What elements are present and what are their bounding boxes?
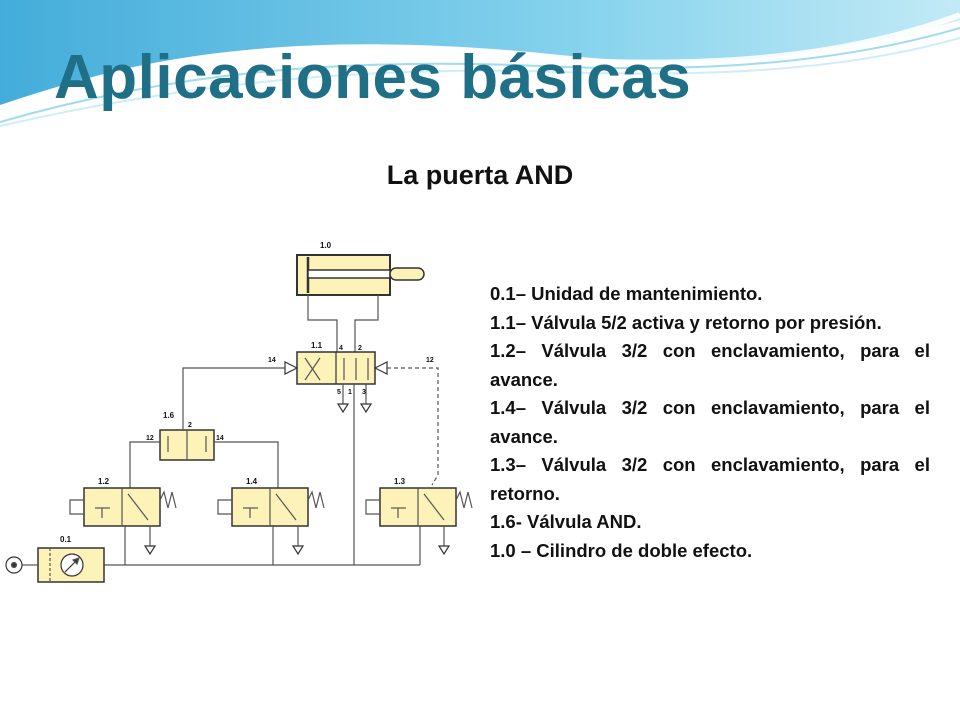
slide-title: Aplicaciones básicas [54,43,692,112]
label-valve-1-4: 1.4 [246,477,258,486]
component-legend: 0.1– Unidad de mantenimiento. 1.1– Válvu… [490,280,930,565]
port-5: 5 [337,389,341,396]
port-4: 4 [339,345,343,352]
label-maintenance: 0.1 [60,535,72,544]
slide-subtitle: La puerta AND [386,160,574,190]
label-valve-main: 1.1 [311,341,323,350]
port-1: 1 [348,389,352,396]
label-valve-1-2: 1.2 [98,477,110,486]
legend-item: 1.2– Válvula 3/2 con enclavamiento, para… [490,340,930,390]
port-14: 14 [268,357,276,364]
pneumatic-and-circuit: 1.0 1.1 14 4 2 12 5 1 3 1.6 2 12 14 1.2 … [5,241,473,583]
wave-header-decoration [0,0,960,127]
and-port-14: 14 [216,435,224,442]
label-cylinder: 1.0 [320,241,332,250]
port-12: 12 [426,357,434,364]
label-valve-1-3: 1.3 [394,477,406,486]
legend-item: 1.6- Válvula AND. [490,511,642,532]
legend-item: 1.3– Válvula 3/2 con enclavamiento, para… [490,454,930,504]
port-3: 3 [362,389,366,396]
legend-item: 1.0 – Cilindro de doble efecto. [490,539,753,561]
and-port-2: 2 [188,422,192,429]
and-port-12: 12 [146,435,154,442]
legend-item: 1.1– Válvula 5/2 activa y retorno por pr… [490,311,882,333]
label-valve-and: 1.6 [163,411,175,420]
legend-item: 0.1– Unidad de mantenimiento. [490,283,763,304]
legend-item: 1.4– Válvula 3/2 con enclavamiento, para… [490,397,930,447]
port-2: 2 [358,345,362,352]
